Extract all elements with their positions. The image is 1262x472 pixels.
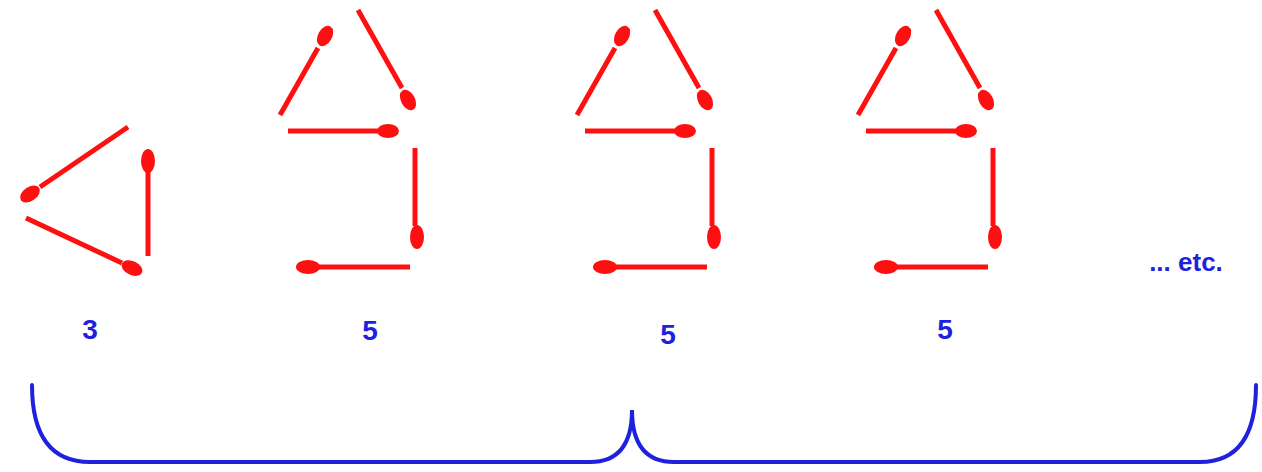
curly-brace: [32, 385, 1256, 462]
count-label: 3: [82, 314, 98, 346]
count-label: 5: [937, 314, 953, 346]
nine-figure: [858, 10, 1002, 274]
count-label: 5: [362, 315, 378, 347]
triangle-figure: [17, 127, 155, 279]
nine-figure: [280, 10, 424, 274]
count-label: 5: [660, 319, 676, 351]
nine-figure: [577, 10, 721, 274]
etc-label: ... etc.: [1149, 247, 1223, 278]
